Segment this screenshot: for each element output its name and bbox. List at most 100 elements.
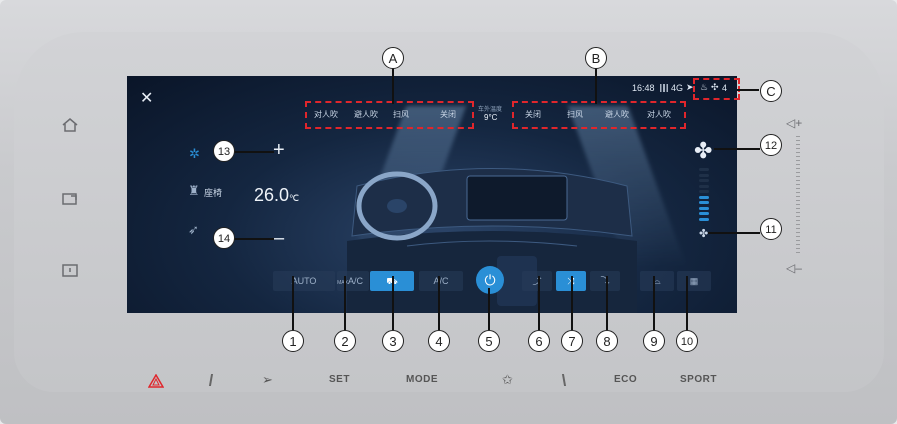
volume-tick xyxy=(796,156,800,157)
callout-12: 12 xyxy=(760,134,782,156)
callout-leader xyxy=(737,89,759,91)
callout-1: 1 xyxy=(282,330,304,352)
volume-tick xyxy=(796,160,800,161)
right-mode-0[interactable]: 关闭 xyxy=(525,110,541,119)
callout-4: 4 xyxy=(428,330,450,352)
callout-leader xyxy=(344,276,346,330)
volume-tick xyxy=(796,232,800,233)
volume-tick xyxy=(796,196,800,197)
speaker-icon: ◁ xyxy=(786,261,796,275)
callout-leader xyxy=(595,60,597,104)
callout-leader xyxy=(708,232,760,234)
favorite-hardkey-icon[interactable]: ✩ xyxy=(502,372,513,387)
left-mode-0[interactable]: 对人吹 xyxy=(314,110,338,119)
volume-tick xyxy=(796,248,800,249)
face-vent-button[interactable]: ⤴ xyxy=(522,271,552,291)
power-screen-icon[interactable] xyxy=(61,262,79,280)
volume-tick xyxy=(796,252,800,253)
outside-temp-label: 车外温度 xyxy=(478,107,503,113)
callout-leader xyxy=(292,276,294,330)
climate-status-icon: ♨ xyxy=(700,82,709,92)
callout-7: 7 xyxy=(561,330,583,352)
status-network: 4G xyxy=(671,83,684,93)
set-hardkey[interactable]: SET xyxy=(329,374,350,385)
callout-c: C xyxy=(760,80,782,102)
callout-9: 9 xyxy=(643,330,665,352)
temp-minus-button[interactable]: – xyxy=(273,227,285,249)
front-defrost-button[interactable]: ⌓ xyxy=(640,271,674,291)
callout-5: 5 xyxy=(478,330,500,352)
status-time: 16:48 xyxy=(632,83,655,93)
callout-8: 8 xyxy=(596,330,618,352)
callout-leader xyxy=(438,276,440,330)
max-ac-button[interactable]: MAXA/C xyxy=(337,271,369,291)
fan-bar xyxy=(699,195,709,199)
mode-hardkey[interactable]: MODE xyxy=(406,374,438,385)
callout-box-a xyxy=(305,101,474,129)
rear-defrost-button[interactable]: ▦ xyxy=(677,271,711,291)
callout-2: 2 xyxy=(334,330,356,352)
feet-vent-button[interactable]: ⤵ xyxy=(590,271,620,291)
volume-tick xyxy=(796,240,800,241)
volume-tick xyxy=(796,172,800,173)
callout-leader xyxy=(653,276,655,330)
volume-tick xyxy=(796,148,800,149)
eco-hardkey[interactable]: ECO xyxy=(614,374,638,385)
fan-status-icon: ✣ xyxy=(711,82,719,92)
callout-13: 13 xyxy=(213,140,235,162)
power-icon: ⏻ xyxy=(484,272,496,288)
callout-box-c xyxy=(693,78,740,100)
callout-3: 3 xyxy=(382,330,404,352)
fan-bar xyxy=(699,212,709,215)
right-mode-2[interactable]: 避人吹 xyxy=(605,110,629,119)
auto-button[interactable]: AUTO xyxy=(273,271,335,291)
fan-small-icon[interactable]: ✤ xyxy=(699,228,709,240)
ac-button[interactable]: A/C xyxy=(419,271,463,291)
volume-tick xyxy=(796,136,800,137)
temperature-display: 26.0℃ xyxy=(254,185,300,205)
volume-down-button[interactable]: ◁– xyxy=(786,261,802,275)
callout-box-b xyxy=(512,101,686,129)
callout-leader xyxy=(686,276,688,330)
snowflake-icon[interactable]: ✲ xyxy=(189,146,200,161)
callout-leader xyxy=(488,288,490,330)
volume-up-button[interactable]: ◁+ xyxy=(786,116,803,130)
seat-icon[interactable]: ♜ xyxy=(188,183,200,198)
close-button[interactable]: ✕ xyxy=(140,90,154,107)
face-vent-icon: ⤴ xyxy=(532,276,542,286)
fan-large-icon[interactable]: ✤ xyxy=(694,138,713,163)
callout-leader xyxy=(234,151,274,153)
fan-bar xyxy=(699,173,709,177)
car-recirculation-icon: ⛟ xyxy=(386,276,397,286)
volume-tick xyxy=(796,144,800,145)
volume-tick xyxy=(796,244,800,245)
volume-tick xyxy=(796,152,800,153)
volume-tick xyxy=(796,220,800,221)
hazard-icon[interactable] xyxy=(148,374,164,388)
home-icon[interactable] xyxy=(61,116,79,134)
rocket-icon[interactable]: ➶ xyxy=(188,222,199,237)
callout-leader xyxy=(571,276,573,330)
right-mode-3[interactable]: 对人吹 xyxy=(647,110,671,119)
power-button[interactable]: ⏻ xyxy=(476,266,504,294)
right-mode-1[interactable]: 扫风 xyxy=(567,110,583,119)
left-mode-3[interactable]: 关闭 xyxy=(440,110,456,119)
temp-plus-button[interactable]: + xyxy=(273,139,285,161)
volume-tick xyxy=(796,228,800,229)
volume-tick xyxy=(796,192,800,193)
fan-bar xyxy=(699,217,709,221)
sport-hardkey[interactable]: SPORT xyxy=(680,374,717,385)
left-mode-2[interactable]: 扫风 xyxy=(393,110,409,119)
callout-b: B xyxy=(585,47,607,69)
callout-a: A xyxy=(382,47,404,69)
navigation-hardkey-icon[interactable]: ➢ xyxy=(262,372,273,387)
volume-tick xyxy=(796,204,800,205)
callout-10: 10 xyxy=(676,330,698,352)
left-mode-1[interactable]: 避人吹 xyxy=(354,110,378,119)
volume-tick xyxy=(796,168,800,169)
seat-label[interactable]: 座椅 xyxy=(204,188,223,198)
callout-leader xyxy=(606,276,608,330)
callout-leader xyxy=(234,238,274,240)
screen-switch-icon[interactable] xyxy=(61,190,79,208)
